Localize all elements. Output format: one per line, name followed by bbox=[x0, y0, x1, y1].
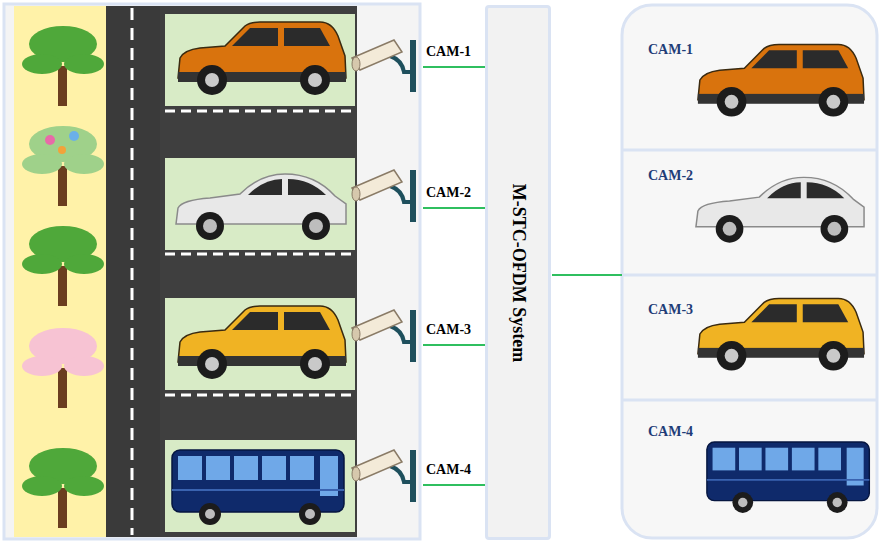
camera-label: CAM-1 bbox=[423, 40, 477, 67]
label-text: CAM-3 bbox=[426, 322, 471, 338]
output-view: CAM-3 bbox=[624, 277, 875, 399]
camera-icon bbox=[352, 170, 416, 222]
camera-label: CAM-3 bbox=[423, 318, 477, 345]
label-text: CAM-2 bbox=[426, 185, 471, 201]
cameras bbox=[352, 40, 416, 502]
output-view: CAM-1 bbox=[624, 8, 875, 149]
blue-bus bbox=[172, 450, 344, 525]
tree bbox=[22, 26, 104, 106]
camera-icon bbox=[352, 40, 416, 92]
camera-icon bbox=[352, 310, 416, 362]
signal-link bbox=[423, 484, 485, 486]
label-text: CAM-3 bbox=[648, 302, 693, 318]
output-link bbox=[552, 274, 622, 276]
output-view: CAM-2 bbox=[624, 152, 875, 274]
signal-link bbox=[423, 207, 485, 209]
label-text: CAM-2 bbox=[648, 168, 693, 184]
system-box: M-STC-OFDM System bbox=[485, 5, 551, 540]
signal-link bbox=[423, 66, 485, 68]
blue-bus bbox=[707, 442, 869, 513]
trees bbox=[22, 26, 104, 528]
tree bbox=[22, 448, 104, 528]
tree bbox=[22, 126, 104, 206]
camera-label: CAM-4 bbox=[423, 458, 477, 485]
street-panel bbox=[4, 4, 420, 539]
yellow-suv bbox=[698, 298, 864, 370]
yellow-suv bbox=[178, 306, 346, 379]
orange-suv bbox=[178, 22, 346, 95]
label-text: CAM-4 bbox=[648, 424, 693, 440]
label-text: CAM-1 bbox=[426, 44, 471, 60]
label-text: M-STC-OFDM System bbox=[508, 183, 529, 361]
parked-vehicles bbox=[172, 22, 346, 525]
white-sedan bbox=[696, 177, 864, 242]
output-panel bbox=[622, 5, 877, 538]
output-view: CAM-4 bbox=[624, 402, 875, 536]
camera-label: CAM-2 bbox=[423, 181, 477, 208]
label-text: CAM-4 bbox=[426, 462, 471, 478]
tree bbox=[22, 226, 104, 306]
orange-suv bbox=[698, 44, 864, 116]
signal-link bbox=[423, 344, 485, 346]
tree bbox=[22, 328, 104, 408]
camera-icon bbox=[352, 450, 416, 502]
label-text: CAM-1 bbox=[648, 42, 693, 58]
white-sedan bbox=[176, 174, 346, 240]
